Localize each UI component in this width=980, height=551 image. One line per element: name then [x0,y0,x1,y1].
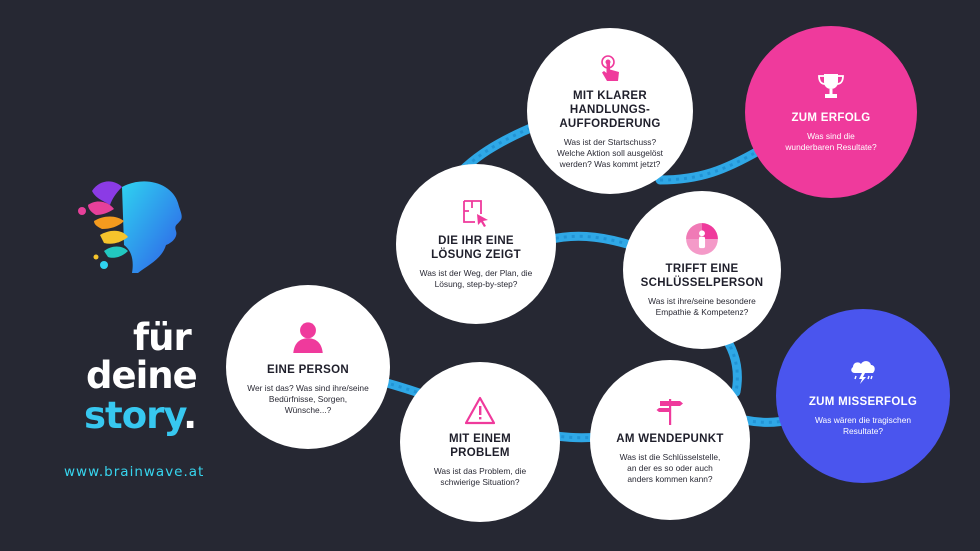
outcome-success-desc: Was sind die wunderbaren Resultate? [785,131,877,152]
step-solution-desc: Was ist der Weg, der Plan, die Lösung, s… [419,268,533,289]
warning-icon [465,396,495,425]
website-link[interactable]: www.brainwave.at [64,464,205,480]
outcome-success: ZUM ERFOLG Was sind die wunderbaren Resu… [745,26,917,198]
outcome-failure: ZUM MISSERFOLG Was wären die tragischen … [776,309,950,483]
step-cta-desc: Was ist der Startschuss? Welche Aktion s… [557,136,663,169]
brand-line-3: story. [84,394,197,437]
step-solution-title: DIE IHR EINE LÖSUNG ZEIGT [431,235,521,261]
step-turningpoint-desc: Was ist die Schlüsselstelle, an der es s… [619,451,721,484]
step-problem-desc: Was ist das Problem, die schwierige Situ… [433,466,527,487]
step-turningpoint: AM WENDEPUNKT Was ist die Schlüsselstell… [590,360,750,520]
step-solution: DIE IHR EINE LÖSUNG ZEIGT Was ist der We… [396,164,556,324]
person-icon [293,321,323,353]
step-keyperson-title: TRIFFT EINE SCHLÜSSELPERSON [640,263,764,289]
outcome-failure-title: ZUM MISSERFOLG [808,396,918,408]
step-turningpoint-title: AM WENDEPUNKT [616,432,724,445]
brand-dot: . [183,394,197,437]
brand-line-1: für [133,316,192,359]
step-person-desc: Wer ist das? Was sind ihre/seine Bedürfn… [247,382,369,415]
trophy-icon [818,74,844,98]
brand-story-word: story [84,394,184,437]
signpost-icon [656,398,683,425]
person-target-icon [686,223,718,255]
step-keyperson-desc: Was ist ihre/seine besondere Empathie & … [648,296,756,317]
storm-cloud-icon [851,361,875,384]
step-person-title: EINE PERSON [267,363,349,376]
outcome-success-title: ZUM ERFOLG [791,112,871,124]
outcome-failure-desc: Was wären die tragischen Resultate? [814,415,912,436]
step-problem-title: MIT EINEM PROBLEM [448,433,512,459]
tap-finger-icon [601,54,619,81]
step-cta: MIT KLARER HANDLUNGS-AUFFORDERUNG Was is… [527,28,693,194]
brainwave-logo-icon [78,181,182,273]
step-keyperson: TRIFFT EINE SCHLÜSSELPERSON Was ist ihre… [623,191,781,349]
floorplan-cursor-icon [463,200,488,227]
brand-line-2: deine [86,354,198,397]
step-problem: MIT EINEM PROBLEM Was ist das Problem, d… [400,362,560,522]
step-person: EINE PERSON Wer ist das? Was sind ihre/s… [226,285,390,449]
step-cta-title: MIT KLARER HANDLUNGS-AUFFORDERUNG [559,89,661,130]
connector-cta-success [655,145,765,185]
